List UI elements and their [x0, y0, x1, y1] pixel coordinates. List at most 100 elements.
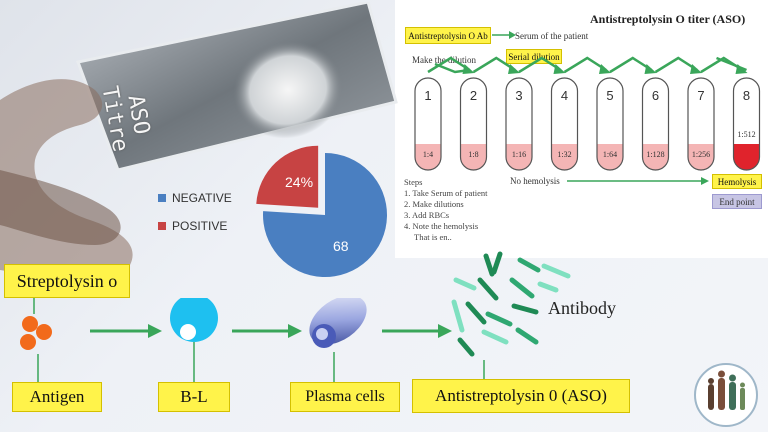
tube-liquid — [506, 144, 532, 170]
tube-ratio: 1:64 — [602, 150, 618, 159]
tube-liquid — [460, 144, 487, 170]
tube-liquid — [551, 144, 578, 170]
antibody-icon — [517, 257, 541, 273]
tube-ratio: 1:512 — [737, 130, 756, 139]
tube-number: 5 — [606, 88, 614, 103]
legend-positive: POSITIVE — [158, 219, 232, 233]
tube-outline — [414, 77, 442, 171]
tube-liquid — [597, 144, 623, 170]
antibody-icon — [481, 329, 509, 345]
antigen-icon — [20, 316, 52, 350]
tube-outline — [732, 77, 761, 171]
antibody-icon — [457, 337, 475, 357]
tube-liquid — [415, 144, 441, 170]
antibody-icon — [541, 263, 571, 279]
tube-liquid — [733, 144, 760, 170]
tube-outline — [596, 77, 624, 171]
lab-logo-icon — [694, 363, 758, 427]
tube — [732, 77, 761, 171]
tube — [505, 77, 533, 171]
dilution-arrow — [472, 56, 516, 74]
pie-label-negative: 68 — [333, 238, 349, 254]
arrow-antigen-to-bl — [90, 324, 162, 338]
tube — [641, 77, 670, 171]
tube — [596, 77, 624, 171]
plasma-cells-label: Plasma cells — [290, 382, 400, 412]
tube-ratio: 1:16 — [511, 150, 527, 159]
step-item: 2. Make dilutions — [404, 199, 464, 209]
tube-number: 2 — [469, 88, 478, 103]
tube-outline — [687, 77, 715, 171]
end-point-box: End point — [712, 194, 762, 209]
dilution-arrow-head — [508, 64, 520, 74]
legend-swatch-negative — [158, 194, 166, 202]
legend-label-negative: NEGATIVE — [172, 191, 232, 205]
tube — [687, 77, 715, 171]
titer-diagram — [414, 31, 761, 185]
serum-text: Serum of the patient — [515, 31, 589, 41]
dilution-arrow-head — [599, 64, 611, 74]
arrow-plasma-to-aso — [382, 324, 452, 338]
tube-ratio: 1:4 — [422, 150, 434, 159]
aso-slide-image — [75, 2, 398, 170]
tube-number: 1 — [424, 88, 432, 103]
titer-title: Antistreptolysin O titer (ASO) — [590, 12, 746, 26]
antigen-label: Antigen — [12, 382, 102, 412]
antibody-icon — [515, 327, 539, 345]
dilution-arrow — [427, 56, 471, 74]
dilution-arrows — [427, 56, 748, 74]
tube-outline — [459, 77, 488, 171]
arrow-bl-to-plasma — [232, 324, 302, 338]
tube — [414, 77, 442, 171]
streptolysin-label: Streptolysin o — [4, 264, 130, 298]
hand-image — [0, 79, 133, 277]
dilution-arrow — [609, 56, 653, 74]
tube-ratio: 1:256 — [691, 150, 711, 159]
tube-liquid — [642, 144, 669, 170]
antistreptolysin-ab-box: Antistreptolysin O Ab — [405, 27, 491, 44]
tube-outline — [505, 77, 533, 171]
antibody-icon — [491, 251, 503, 275]
dilution-arrow-head — [644, 64, 657, 74]
plasma-cell-icon — [309, 298, 367, 348]
antibody-icon — [509, 277, 535, 299]
tubes — [414, 77, 761, 171]
pie-slice-positive — [256, 145, 319, 208]
step-item: 3. Add RBCs — [404, 210, 450, 220]
tube-ratio: 1:32 — [557, 150, 572, 159]
antibody-icon — [483, 253, 495, 277]
tube-outline — [550, 77, 579, 171]
steps-list: Steps 1. Take Serum of patient 2. Make d… — [404, 177, 514, 243]
dilution-arrow — [563, 56, 607, 74]
hemolysis-box: Hemolysis — [712, 174, 762, 189]
legend-negative: NEGATIVE — [158, 191, 232, 205]
tube-ratio: 1:128 — [646, 150, 665, 159]
tube-outline — [641, 77, 670, 171]
steps-title: Steps — [404, 177, 423, 187]
antibody-label: Antibody — [548, 298, 617, 318]
dilution-arrow-head — [553, 64, 566, 74]
legend-label-positive: POSITIVE — [172, 219, 228, 233]
dilution-arrow — [518, 56, 562, 74]
step-item: 1. Take Serum of patient — [404, 188, 488, 198]
no-hemolysis-arrow-head — [701, 177, 709, 185]
step-item: 4. Note the hemolysis — [404, 221, 479, 231]
tube — [459, 77, 488, 171]
tube-number: 6 — [651, 88, 660, 103]
tube-number: 7 — [697, 88, 705, 103]
tube — [550, 77, 579, 171]
pie-legend: NEGATIVE POSITIVE — [158, 191, 232, 233]
tube-number: 4 — [560, 88, 569, 103]
ab-arrow-head — [509, 31, 516, 39]
pie-slice-negative — [263, 153, 387, 277]
aso-label: Antistreptolysin 0 (ASO) — [412, 379, 630, 413]
antibody-icon — [453, 277, 477, 291]
antibody-icon — [477, 277, 499, 301]
tube-number: 3 — [515, 88, 523, 103]
antibody-icon — [451, 299, 465, 333]
tube-ratio: 1:8 — [468, 150, 479, 159]
antibody-icon — [511, 303, 539, 315]
antibody-icon — [465, 301, 487, 325]
legend-swatch-positive — [158, 222, 166, 230]
antibody-icon — [537, 281, 559, 293]
